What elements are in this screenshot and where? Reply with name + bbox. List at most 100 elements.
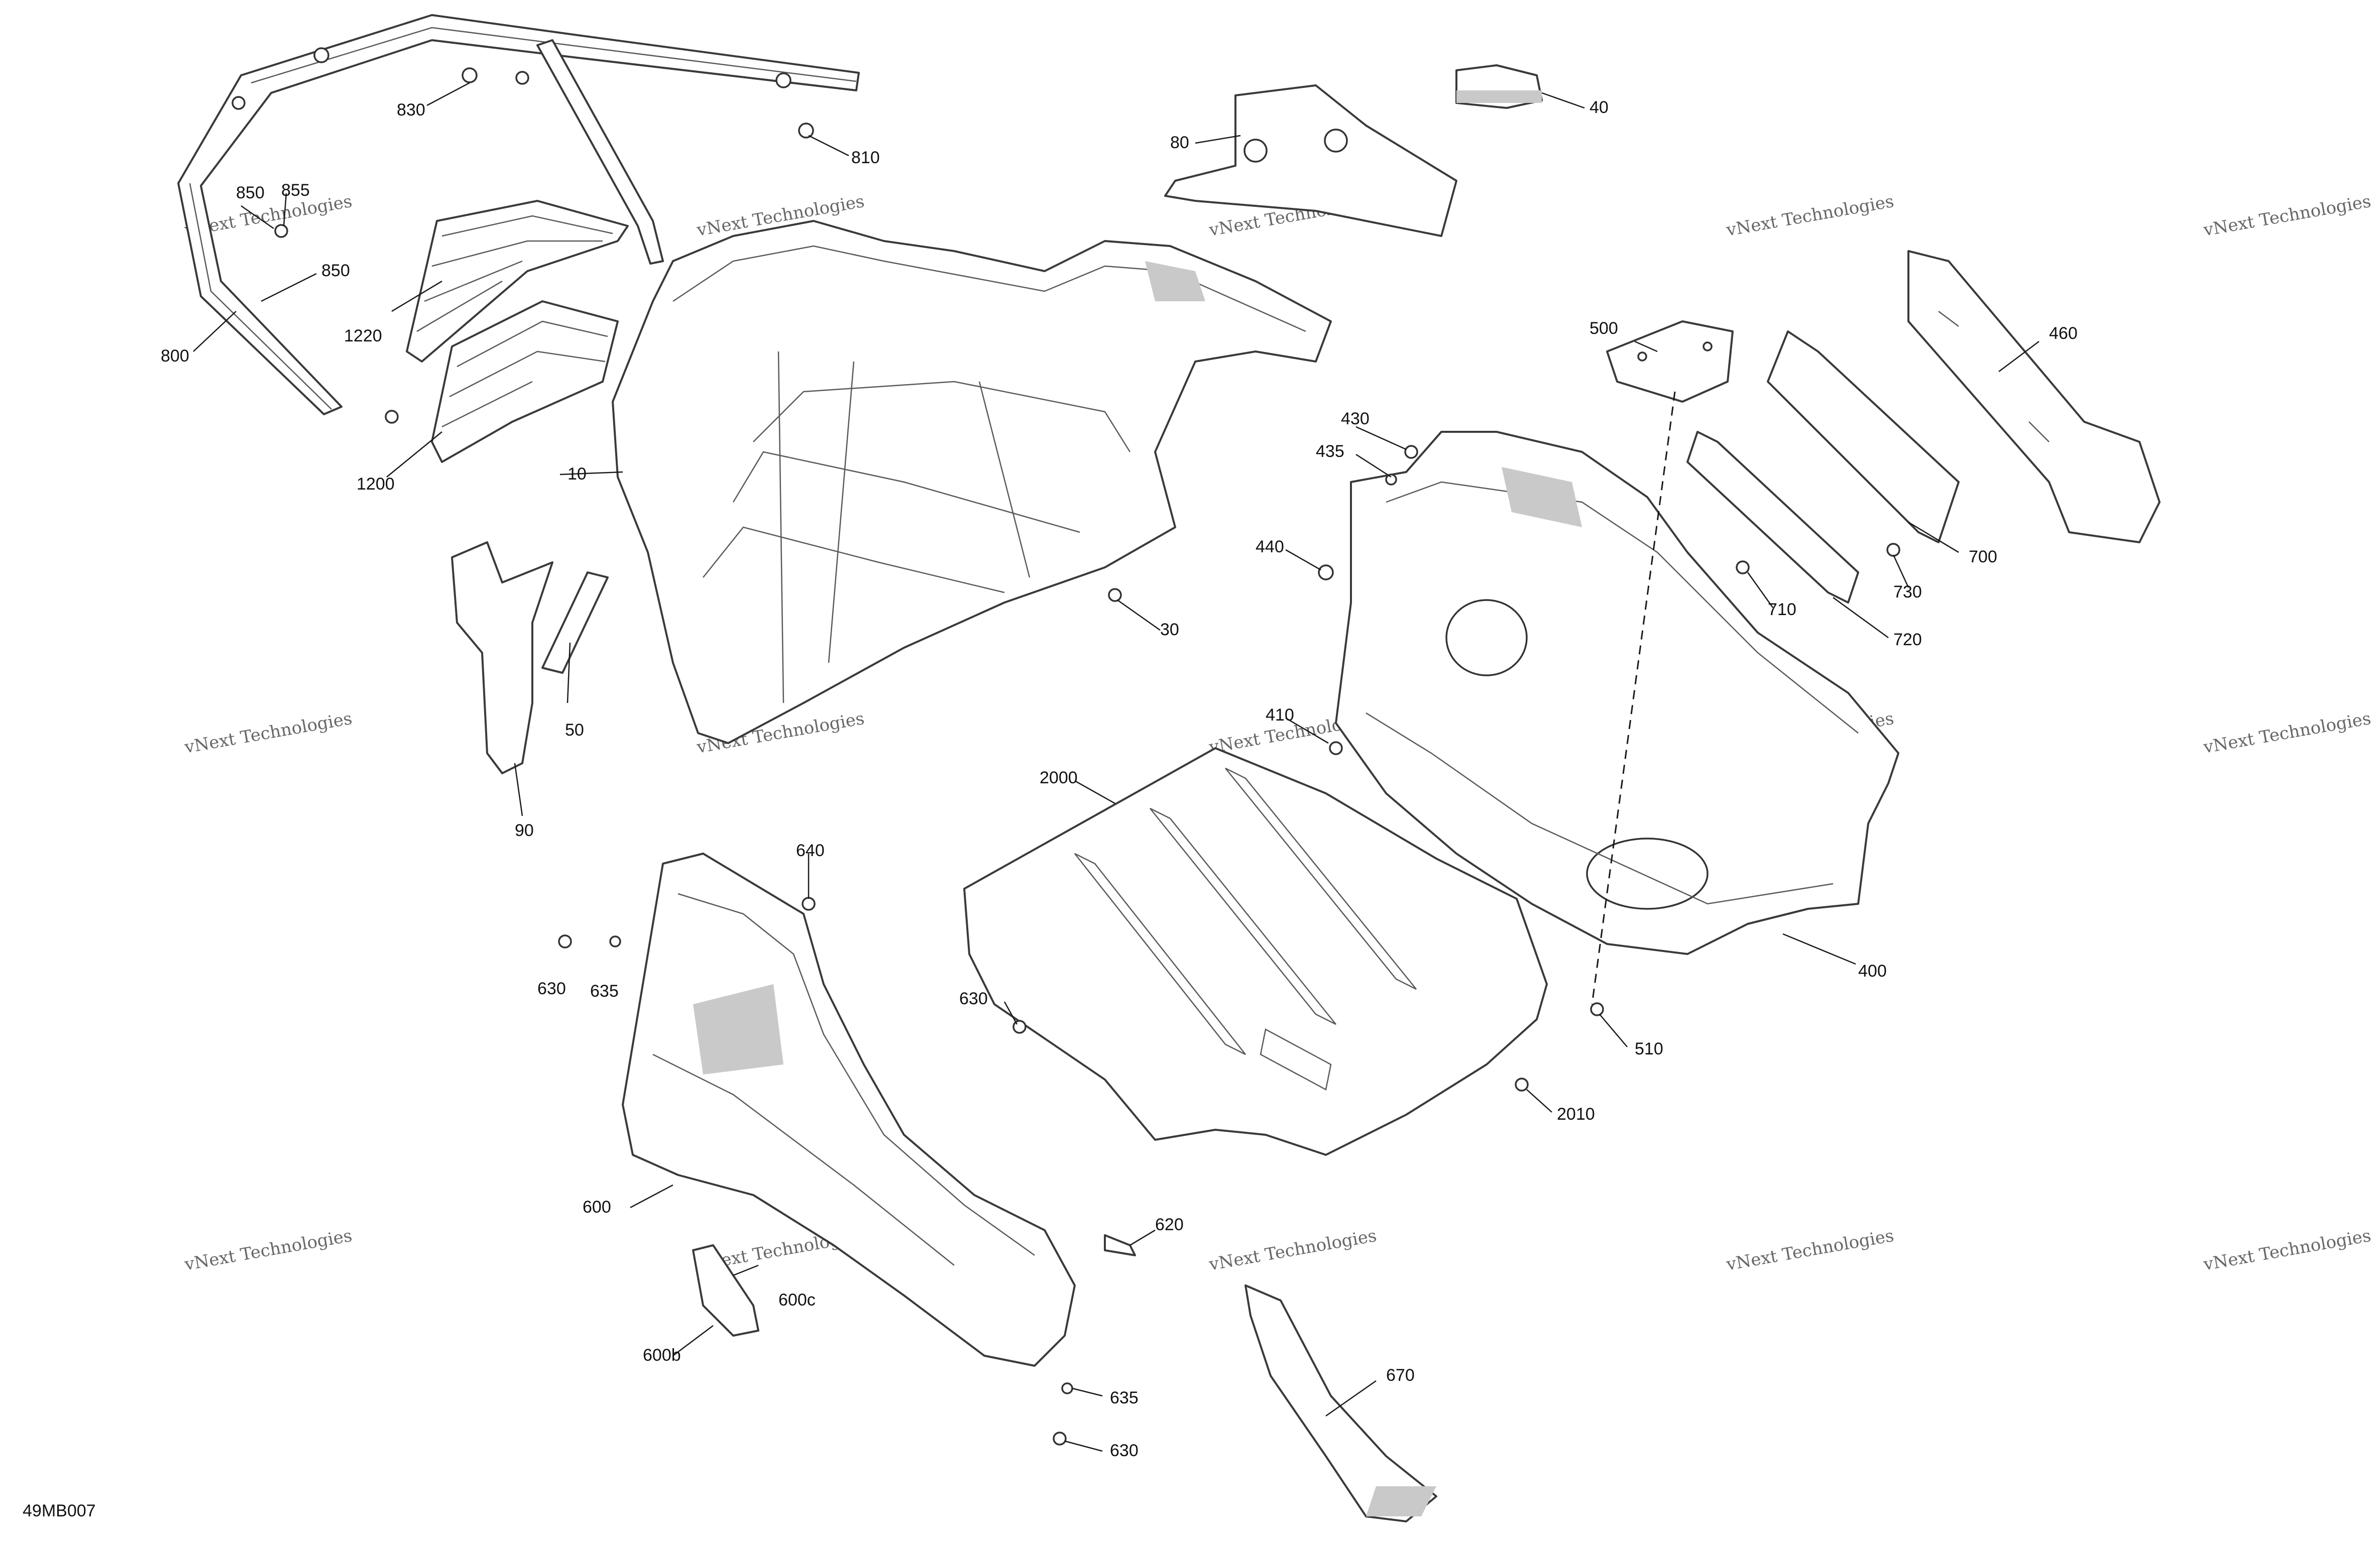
callout-430: 430 [1341,409,1370,428]
part-600-side-panel [622,853,1076,1367]
nut-icon [1012,1020,1027,1034]
part-700-bracket [1767,330,1960,543]
hole-icon [1637,351,1647,362]
callout-400: 400 [1858,962,1887,981]
callout-90: 90 [515,821,534,840]
watermark: vNext Technologies [183,708,354,758]
svg-text:vNext Technologies: vNext Technologies [1725,1226,1896,1275]
svg-text:vNext Technologies: vNext Technologies [183,1226,354,1275]
callout-670: 670 [1386,1366,1415,1385]
opening-icon [1586,838,1709,910]
part-1220-grille [406,200,629,363]
part-50-pad [541,571,609,674]
washer-icon [1061,1382,1073,1394]
screw-icon [1053,1432,1067,1446]
part-400-rear-tub [1335,431,1899,955]
callout-1220: 1220 [344,326,382,345]
watermark: vNext Technologies [1725,1226,1896,1275]
callout-500: 500 [1590,319,1618,338]
part-80-panel [1164,84,1457,237]
svg-text:vNext Technologies: vNext Technologies [2202,191,2373,241]
callout-630: 630 [959,989,988,1008]
leader-lines [193,82,2039,1452]
part-90-foam [451,541,553,774]
washer-icon [609,935,621,947]
callout-730: 730 [1893,582,1922,602]
nut-icon [1736,560,1750,574]
callout-440: 440 [1256,537,1284,556]
part-500-plate [1606,320,1734,403]
callout-850: 850 [321,261,350,280]
callout-2000: 2000 [1040,768,1078,787]
hole-icon [1703,341,1713,351]
svg-text:vNext Technologies: vNext Technologies [183,708,354,758]
callout-460: 460 [2049,324,2078,343]
callout-30: 30 [1160,620,1179,639]
callout-635: 635 [1110,1388,1139,1407]
part-670-pad [1244,1284,1437,1522]
part-1200-grille [431,300,619,463]
callout-640: 640 [796,841,825,860]
svg-text:vNext Technologies: vNext Technologies [2202,708,2373,758]
callout-635: 635 [590,982,619,1001]
nut-icon [798,123,814,139]
watermark: vNext Technologies [1725,191,1896,241]
callout-2010: 2010 [1557,1105,1595,1124]
diagram-reference-code: 49MB007 [23,1501,96,1520]
callout-830: 830 [397,100,425,120]
hole-icon [1243,139,1268,163]
nut-icon [1108,588,1122,602]
screw-icon [558,934,572,948]
opening-icon [1445,599,1528,676]
callout-800: 800 [161,346,189,366]
hardware-layer [274,67,1900,1446]
watermark: vNext Technologies [1207,1226,1379,1275]
callout-labels: 830 810 850 855 850 800 1220 1200 10 80 … [161,98,2078,1460]
part-10-front-body [612,220,1332,744]
callout-700: 700 [1969,547,1997,566]
nut-icon [462,67,478,83]
part-800-bumper [177,14,860,415]
bolt-hole-icon [232,96,246,110]
callout-600b: 600b [643,1346,681,1365]
nut-icon [1886,543,1900,557]
part-720-bracket [1686,431,1859,604]
part-2000-skid-plate [963,747,1548,1156]
watermark: vNext Technologies [2202,708,2373,758]
nut-icon [1318,564,1334,580]
callout-810: 810 [851,148,880,167]
part-40-pad [1455,64,1543,109]
svg-text:vNext Technologies: vNext Technologies [2202,1226,2373,1275]
bolt-hole-icon [775,72,791,88]
part-460-plate [1907,250,2161,543]
part-600b-pad [692,1244,759,1337]
nut-icon [515,71,529,85]
part-620-clip [1104,1234,1136,1256]
callout-510: 510 [1635,1039,1663,1058]
screw-icon [274,224,288,238]
callout-410: 410 [1266,705,1294,725]
washer-icon [1385,473,1397,486]
nut-icon [1329,741,1343,755]
callout-720: 720 [1893,630,1922,649]
hole-icon [1324,129,1348,153]
callout-630: 630 [1110,1441,1139,1460]
callout-1200: 1200 [357,474,395,494]
watermark: vNext Technologies [2202,191,2373,241]
callout-10: 10 [568,464,587,484]
callout-710: 710 [1768,600,1796,619]
callout-50: 50 [565,721,584,740]
screw-icon [1404,445,1418,459]
watermark: vNext Technologies [2202,1226,2373,1275]
callout-80: 80 [1170,133,1189,152]
callout-600c: 600c [778,1290,816,1310]
watermark: vNext Technologies [183,1226,354,1275]
callout-435: 435 [1316,442,1344,461]
callout-630: 630 [537,979,566,998]
screw-icon [385,410,399,424]
nut-icon [1590,1002,1604,1016]
clip-icon [802,897,816,911]
svg-text:vNext Technologies: vNext Technologies [1725,191,1896,241]
callout-600: 600 [583,1198,611,1217]
